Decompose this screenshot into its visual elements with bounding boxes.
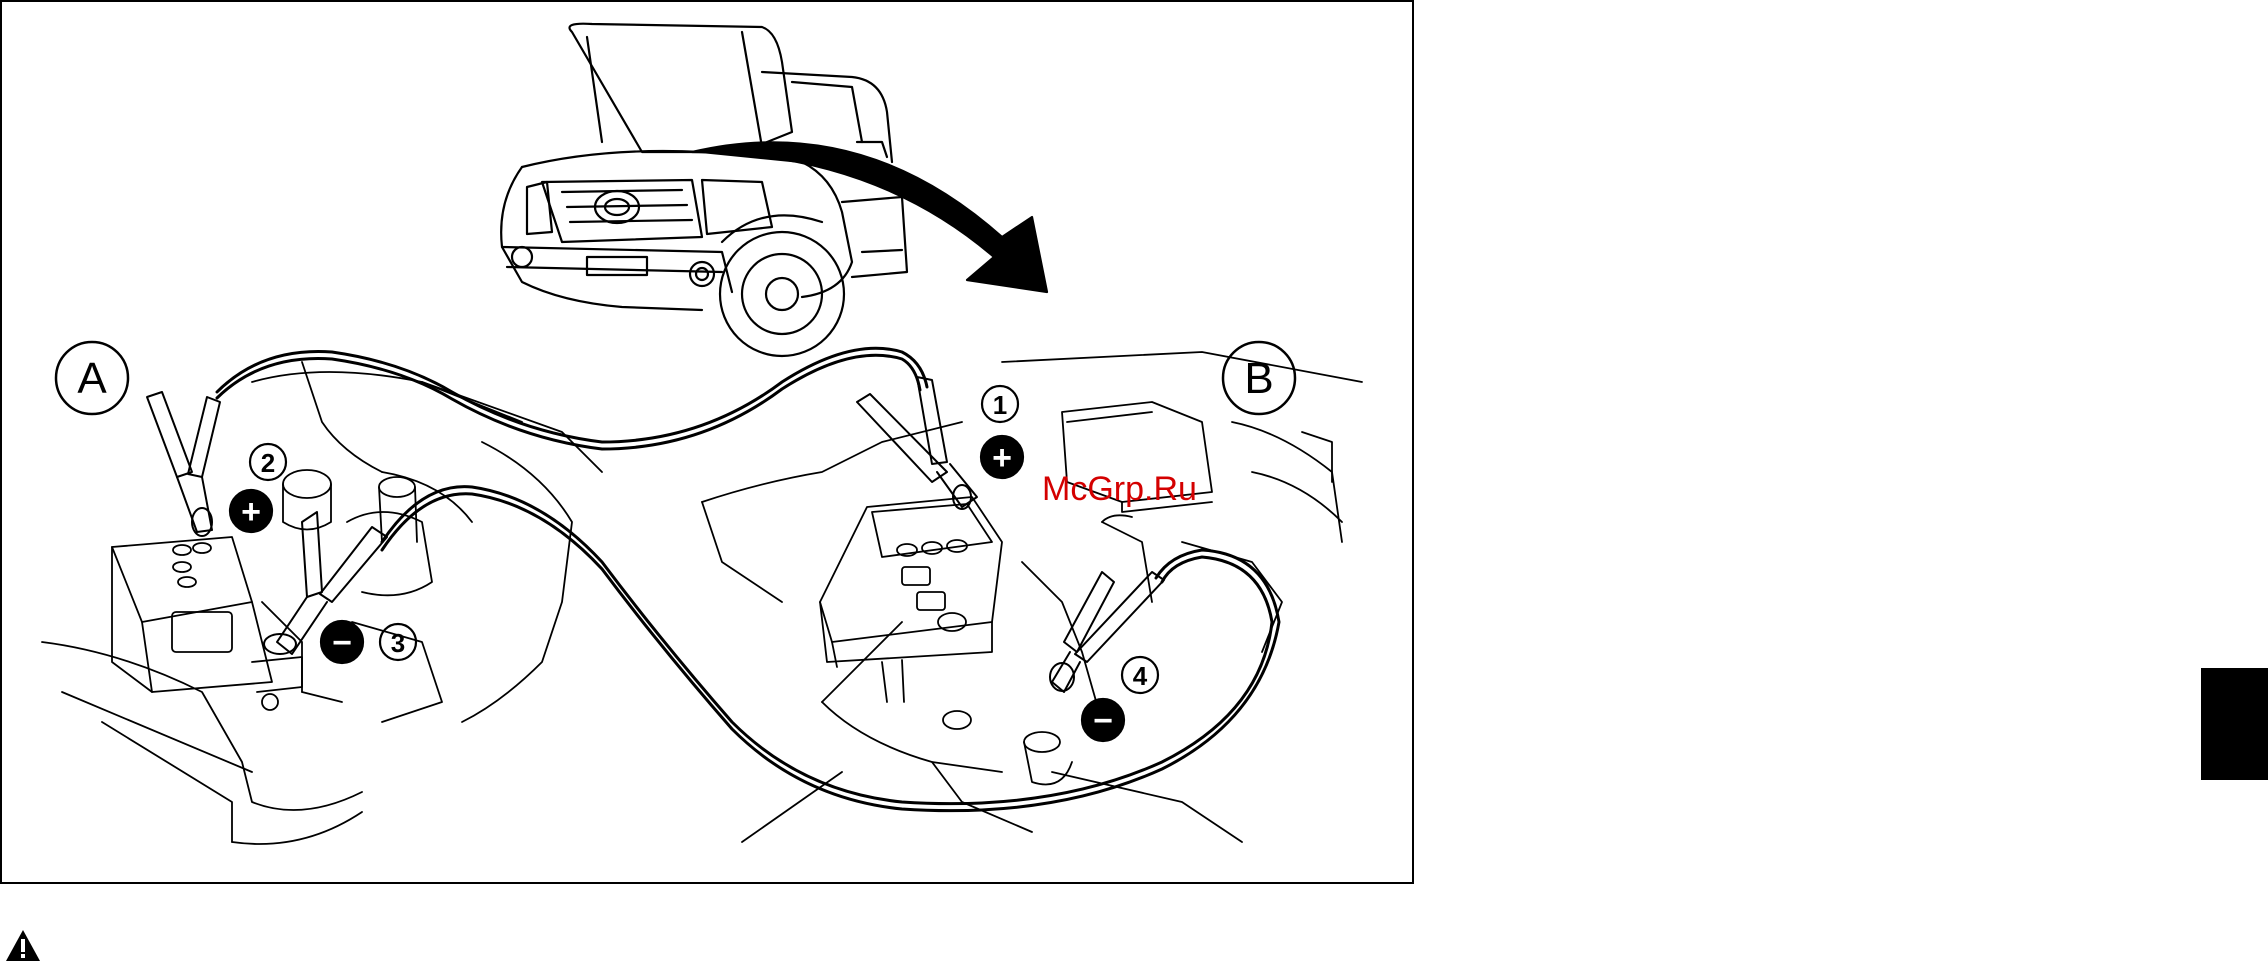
jump-start-diagram: A B 1 2 3 4 + − + − McGrp.Ru bbox=[0, 0, 1414, 884]
watermark-text: McGrp.Ru bbox=[1042, 470, 1197, 508]
clamps bbox=[147, 377, 1164, 692]
label-b-text: B bbox=[1244, 354, 1273, 403]
direction-arrow bbox=[692, 142, 1047, 292]
label-a-text: A bbox=[77, 354, 107, 403]
step-3-text: 3 bbox=[391, 628, 405, 658]
step-2-text: 2 bbox=[261, 448, 275, 478]
diagram-drawing: A B 1 2 3 4 + − + − McGrp.Ru bbox=[2, 2, 1416, 886]
positive-sign-b: + bbox=[992, 439, 1012, 477]
engine-bay-a bbox=[42, 362, 602, 844]
negative-sign-b: − bbox=[1093, 702, 1113, 740]
section-tab-marker bbox=[2201, 668, 2268, 780]
positive-sign-a: + bbox=[241, 493, 261, 531]
step-1-text: 1 bbox=[993, 390, 1007, 420]
negative-sign-a: − bbox=[332, 624, 352, 662]
warning-triangle-icon bbox=[4, 928, 42, 964]
vehicle-illustration bbox=[501, 24, 907, 356]
step-4-text: 4 bbox=[1133, 661, 1148, 691]
